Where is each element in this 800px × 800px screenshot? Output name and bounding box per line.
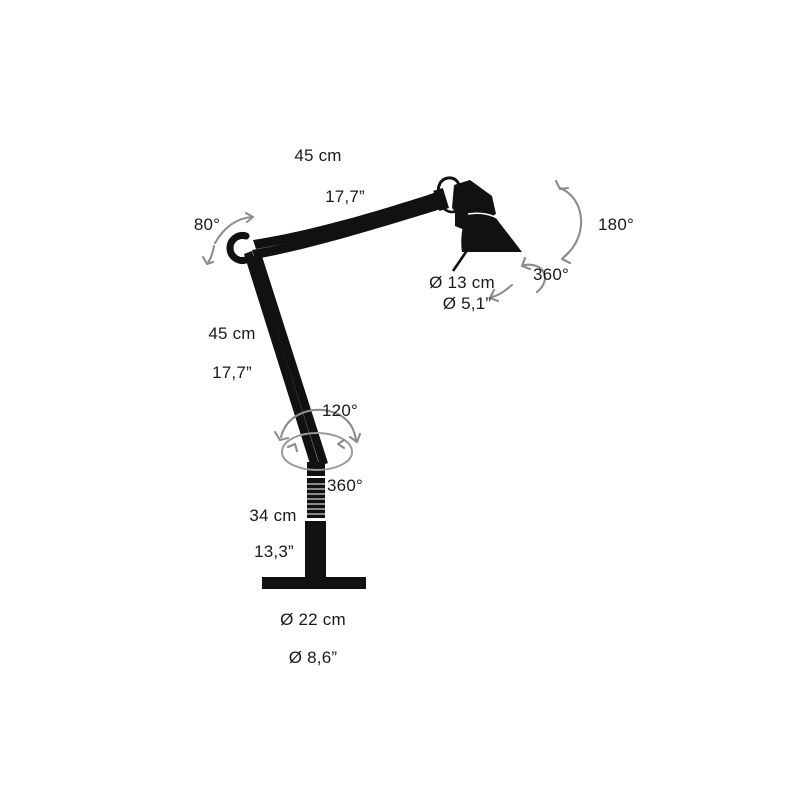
joint-rotation-ring-360 [280,431,354,472]
base-plate [262,577,366,589]
label-elbow-angle: 80° [194,215,220,234]
head-tilt-arrow-180 [554,179,583,265]
label-lower-arm-in: 17,7” [212,363,252,382]
label-head-tilt-angle: 180° [598,215,634,234]
elbow-joint [226,232,250,264]
label-joint-rotation-angle: 360° [327,476,363,495]
label-upper-arm-in: 17,7” [325,187,365,206]
upper-arm [252,187,449,259]
label-joint-tilt-angle: 120° [322,401,358,420]
label-base-diameter-cm: Ø 22 cm [280,610,346,629]
label-lower-arm-cm: 45 cm [208,324,255,343]
label-upper-arm-cm: 45 cm [294,146,341,165]
stem-post [305,521,326,578]
lamp-head [436,176,522,272]
label-base-diameter-in: Ø 8,6” [289,648,338,667]
label-shade-diameter-cm: Ø 13 cm [429,273,495,292]
elbow-angle-arrow-80 [201,211,255,266]
label-stem-height-in: 13,3” [254,542,294,561]
label-head-rotation-angle: 360° [533,265,569,284]
lower-arm [244,251,328,467]
head-rotation-arrow-360 [488,256,547,303]
label-stem-height-cm: 34 cm [249,506,296,525]
joint-tilt-arrow-120 [273,408,362,444]
label-shade-diameter-in: Ø 5,1” [443,294,492,313]
